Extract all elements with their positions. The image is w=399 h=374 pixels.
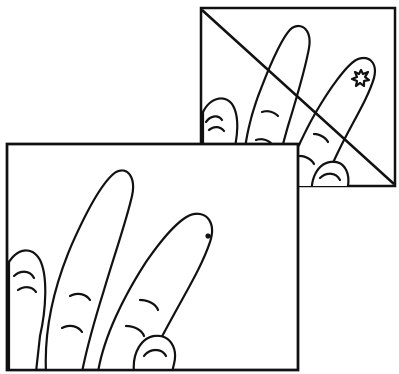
blood-dot-icon: [205, 233, 210, 238]
correct-panel: [7, 144, 298, 372]
